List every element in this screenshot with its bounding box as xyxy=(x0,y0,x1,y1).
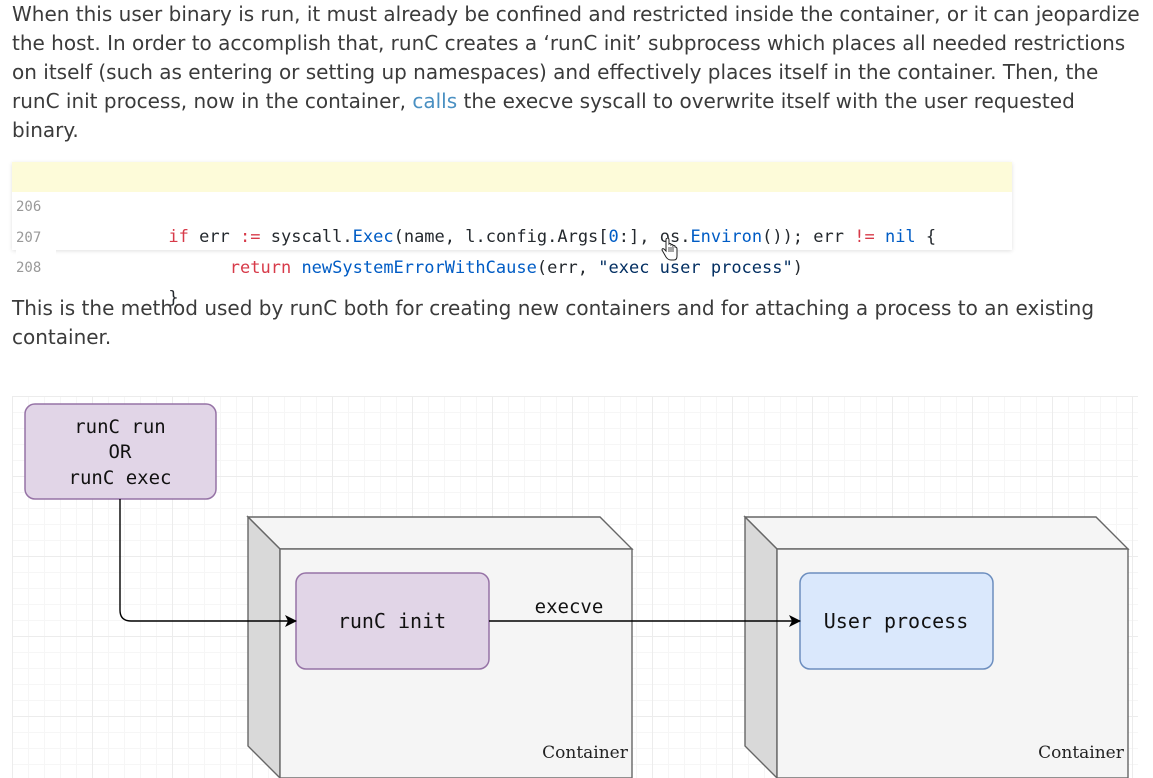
code-token: syscall. xyxy=(260,227,353,247)
container-label: Container xyxy=(542,743,629,763)
container-label: Container xyxy=(1038,743,1125,763)
code-token: newSystemErrorWithCause xyxy=(301,258,537,278)
code-snippet: 206 if err := syscall.Exec(name, l.confi… xyxy=(12,162,1012,308)
user-process-node: User process xyxy=(799,572,994,670)
runc-command-node: runC run OR runC exec xyxy=(24,403,217,500)
runc-diagram: Container Container runC run OR runC exe… xyxy=(12,396,1138,778)
runc-init-node: runC init xyxy=(295,572,490,670)
user-process-label: User process xyxy=(824,609,969,633)
cube-side-face xyxy=(744,515,778,778)
code-token: { xyxy=(915,227,937,247)
code-token: nil xyxy=(884,227,916,247)
code-token: Exec xyxy=(352,227,394,247)
code-token: 0 xyxy=(608,227,619,247)
code-token: return xyxy=(229,258,292,278)
code-token: ) xyxy=(792,258,803,278)
calls-link[interactable]: calls xyxy=(412,89,458,113)
code-indent xyxy=(66,258,230,278)
code-text: return newSystemErrorWithCause(err, "exe… xyxy=(66,253,803,283)
code-token: } xyxy=(168,288,179,308)
intro-text-after-link: the execve syscall to overwrite itself w… xyxy=(12,89,1075,142)
code-token: "exec user process" xyxy=(598,258,793,278)
code-token: Environ xyxy=(690,227,763,247)
hand-cursor-icon xyxy=(661,238,678,261)
cube-top-face xyxy=(743,516,1130,550)
code-token: if xyxy=(168,227,189,247)
line-number: 207 xyxy=(16,223,56,253)
code-token: ()); err xyxy=(762,227,855,247)
code-token: := xyxy=(240,227,261,247)
code-text: } xyxy=(66,283,179,313)
code-line-208: 208 } xyxy=(12,223,1012,308)
code-token: err xyxy=(188,227,241,247)
code-text: if err := syscall.Exec(name, l.config.Ar… xyxy=(66,222,936,252)
runc-exec-label: runC exec xyxy=(69,467,172,489)
code-token xyxy=(291,258,301,278)
execve-label: execve xyxy=(535,596,604,618)
connector-arrow-to-init xyxy=(119,499,297,627)
code-token: != xyxy=(854,227,875,247)
runc-init-label: runC init xyxy=(338,609,446,633)
line-number: 208 xyxy=(16,253,56,283)
runc-run-label: runC run xyxy=(74,416,166,438)
line-number: 206 xyxy=(16,192,56,222)
diagram-canvas: Container Container runC run OR runC exe… xyxy=(24,403,1130,778)
intro-text-before-link: When this user binary is run, it must al… xyxy=(12,2,1140,113)
or-label: OR xyxy=(109,441,132,463)
method-paragraph: This is the method used by runC both for… xyxy=(12,296,1095,349)
code-token: (name, l.config.Args[ xyxy=(393,227,609,247)
cube-top-face xyxy=(246,516,634,550)
code-line-207: 207 return newSystemErrorWithCause(err, … xyxy=(12,193,1012,278)
cube-side-face xyxy=(247,515,281,778)
code-token: (err, xyxy=(536,258,599,278)
code-line-206: 206 if err := syscall.Exec(name, l.confi… xyxy=(12,162,1012,247)
intro-paragraph: When this user binary is run, it must al… xyxy=(12,0,1142,145)
